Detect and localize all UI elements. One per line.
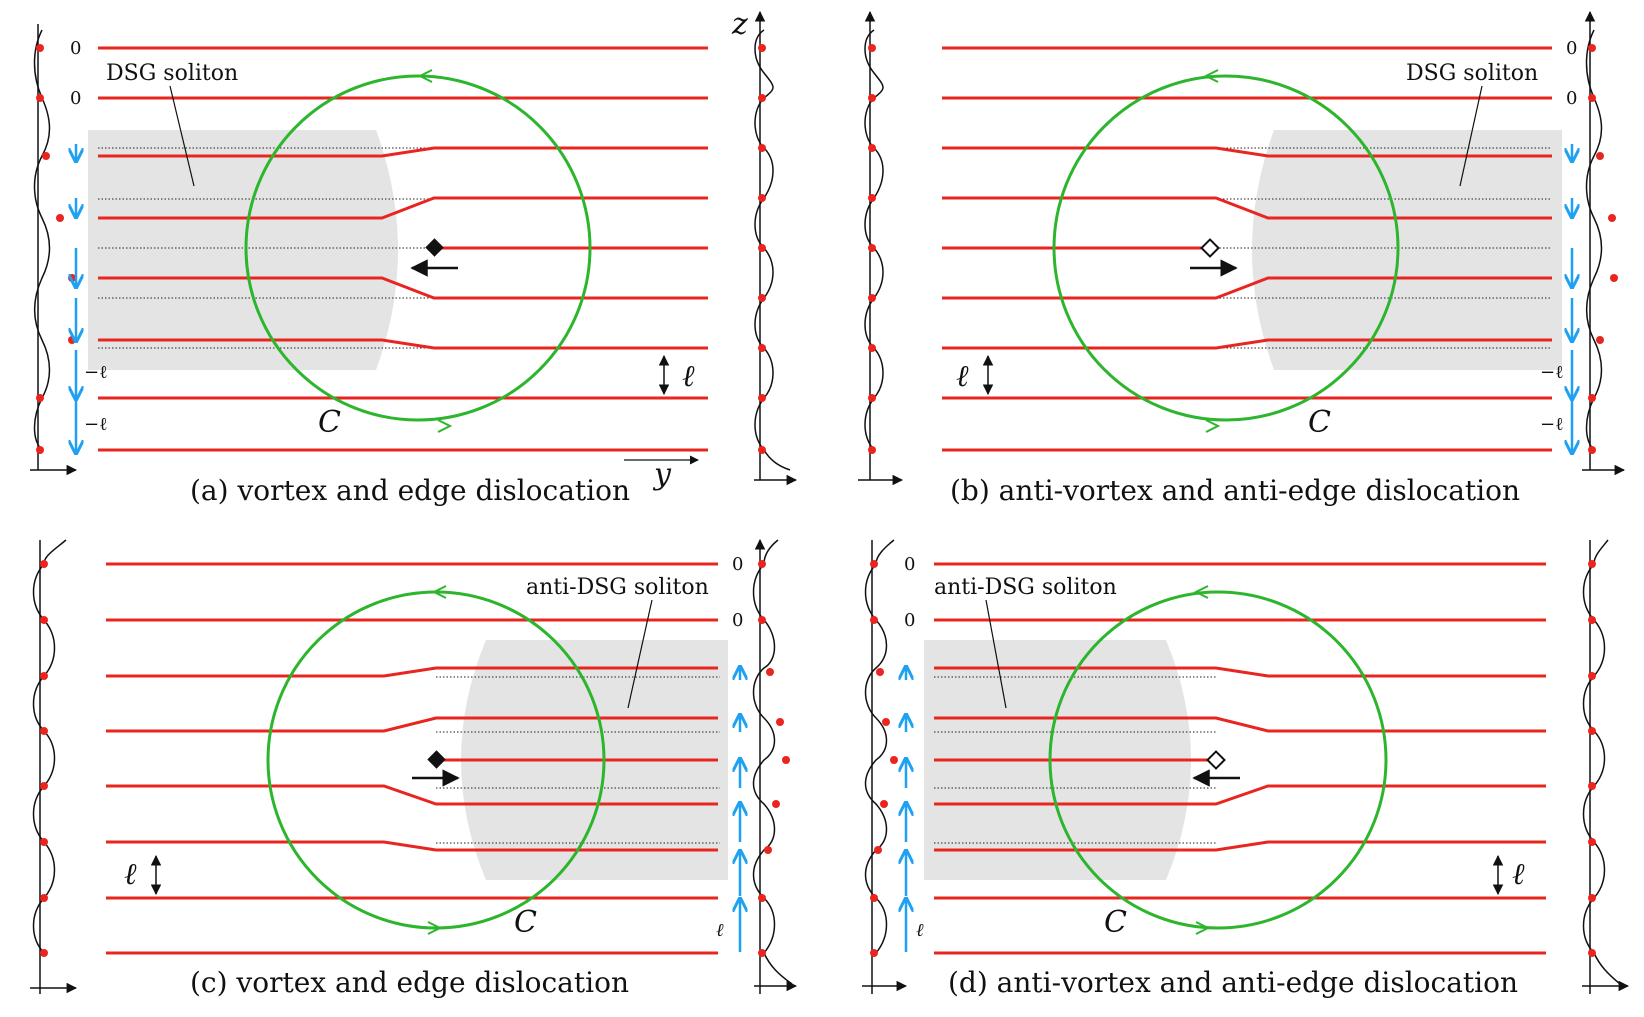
panel-d: 0 0 ℓ anti-DSG soliton C ℓ (d) anti-vort… bbox=[862, 539, 1630, 999]
contour-circle-b bbox=[1052, 74, 1400, 422]
z-axis-label-a: z bbox=[731, 7, 748, 42]
zero-label-1-d: 0 bbox=[904, 554, 915, 575]
caption-c: (c) vortex and edge dislocation bbox=[190, 966, 629, 999]
panel-c: 0 0 ℓ anti-DSG soliton C ℓ (c) vortex an… bbox=[30, 538, 798, 999]
zero-label-1-a: 0 bbox=[70, 38, 81, 59]
red-dots-left-b bbox=[868, 44, 876, 454]
spacing-label-a: ℓ bbox=[682, 359, 695, 394]
soliton-label-c: anti-DSG soliton bbox=[526, 575, 709, 600]
contour-arrow-bottom-b bbox=[1205, 419, 1221, 433]
red-dots-right-b bbox=[1588, 44, 1618, 454]
red-dots-left-d bbox=[870, 560, 898, 957]
right-wave-curve-c bbox=[752, 539, 793, 985]
neg-label-2-b: −ℓ bbox=[1540, 414, 1564, 435]
soliton-label-a: DSG soliton bbox=[106, 61, 238, 86]
contour-arrow-bottom-d bbox=[1195, 921, 1211, 935]
defect-marker-c bbox=[427, 750, 446, 769]
spacing-label-b: ℓ bbox=[956, 359, 969, 394]
contour-label-b: C bbox=[1308, 405, 1331, 440]
soliton-leader-d bbox=[985, 599, 1007, 709]
contour-label-d: C bbox=[1104, 905, 1127, 940]
contour-arrow-bottom-a bbox=[437, 419, 453, 433]
panel-a: 0 0 −ℓ −ℓ DSG soliton C ℓ z y (a) vortex… bbox=[30, 7, 798, 507]
soliton-region-a bbox=[88, 130, 398, 370]
zero-label-2-a: 0 bbox=[70, 88, 81, 109]
red-dots-left-c bbox=[40, 560, 48, 957]
dotted-guides-b bbox=[1216, 147, 1552, 349]
contour-arrow-top-a bbox=[417, 69, 433, 83]
right-wave-curve-b bbox=[1585, 29, 1603, 451]
layer-lines-d bbox=[934, 562, 1546, 955]
contour-circle-d bbox=[1048, 590, 1388, 930]
left-wave-curve-a bbox=[33, 29, 51, 451]
caption-d: (d) anti-vortex and anti-edge dislocatio… bbox=[948, 966, 1518, 999]
red-dots-right-d bbox=[1588, 560, 1596, 957]
defect-marker-b bbox=[1200, 238, 1220, 258]
caption-a: (a) vortex and edge dislocation bbox=[190, 474, 630, 507]
pos-label-c: ℓ bbox=[716, 920, 724, 941]
contour-label-a: C bbox=[318, 405, 341, 440]
zero-label-2-d: 0 bbox=[904, 610, 915, 631]
red-dots-right-a bbox=[758, 44, 766, 454]
panel-b: 0 0 −ℓ −ℓ DSG soliton C ℓ (b) anti-vorte… bbox=[858, 10, 1626, 507]
layer-lines-a bbox=[98, 46, 708, 452]
zero-label-2-b: 0 bbox=[1566, 88, 1577, 109]
dotted-guides-a bbox=[98, 147, 434, 349]
contour-arrow-top-d bbox=[1193, 585, 1209, 599]
contour-arrow-bottom-c bbox=[427, 921, 443, 935]
neg-label-1-b: −ℓ bbox=[1540, 362, 1564, 383]
soliton-leader-a bbox=[169, 85, 195, 187]
pos-label-d: ℓ bbox=[916, 920, 924, 941]
neg-label-2-a: −ℓ bbox=[84, 414, 108, 435]
soliton-label-b: DSG soliton bbox=[1406, 61, 1538, 86]
contour-arrow-top-b bbox=[1203, 69, 1219, 83]
layer-lines-c bbox=[106, 562, 718, 955]
layer-lines-b bbox=[942, 46, 1552, 452]
zero-label-1-b: 0 bbox=[1566, 38, 1577, 59]
contour-arrow-top-c bbox=[431, 585, 447, 599]
contour-label-c: C bbox=[514, 905, 537, 940]
left-wave-curve-d bbox=[864, 539, 895, 954]
soliton-leader-c bbox=[627, 599, 653, 709]
soliton-leader-b bbox=[1459, 85, 1483, 187]
left-wave-curve-c bbox=[32, 539, 67, 954]
zero-label-1-c: 0 bbox=[732, 554, 743, 575]
dotted-guides-d bbox=[934, 676, 1216, 844]
spacing-label-c: ℓ bbox=[124, 857, 137, 892]
y-axis-label-a: y bbox=[652, 457, 672, 492]
zero-label-2-c: 0 bbox=[732, 610, 743, 631]
left-wave-curve-b bbox=[864, 29, 884, 451]
soliton-region-b bbox=[1252, 130, 1562, 370]
defect-marker-a bbox=[425, 238, 444, 257]
neg-label-1-a: −ℓ bbox=[84, 362, 108, 383]
defect-marker-d bbox=[1206, 750, 1226, 770]
soliton-label-d: anti-DSG soliton bbox=[934, 575, 1117, 600]
spacing-label-d: ℓ bbox=[1512, 857, 1525, 892]
red-dots-right-c bbox=[758, 560, 790, 957]
caption-b: (b) anti-vortex and anti-edge dislocatio… bbox=[950, 474, 1520, 507]
right-wave-curve-d bbox=[1582, 539, 1621, 985]
